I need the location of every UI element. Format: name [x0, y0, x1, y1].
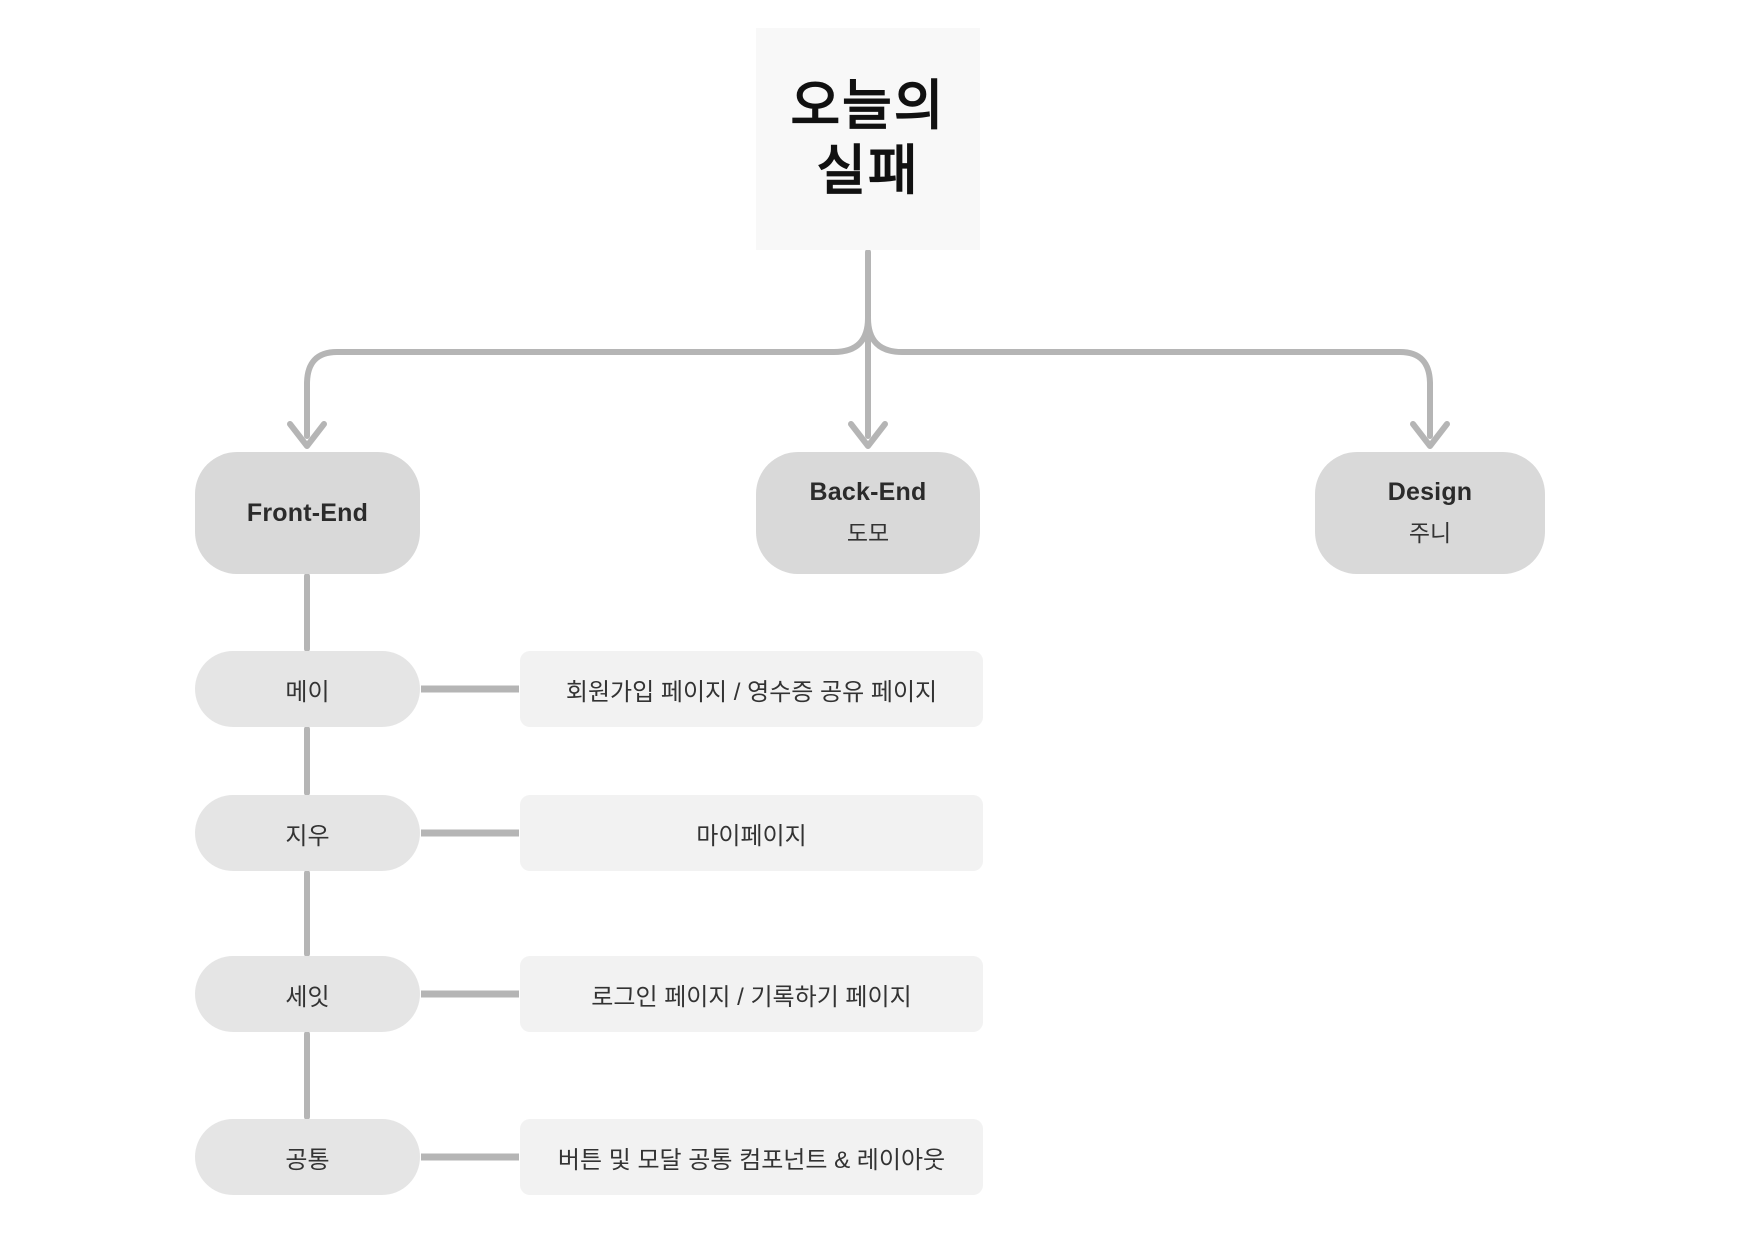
node-design: Design 주니: [1315, 452, 1545, 574]
team-member-backend: 도모: [846, 520, 890, 546]
team-member-design: 주니: [1408, 520, 1452, 546]
task-box-4: 버튼 및 모달 공통 컴포넌트 & 레이아웃: [520, 1119, 983, 1195]
member-pill-4: 공통: [195, 1119, 420, 1195]
node-frontend: Front-End: [195, 452, 420, 574]
title-line-1: 오늘의: [790, 76, 946, 137]
title-line-2: 실패: [816, 141, 920, 201]
task-box-2: 마이페이지: [520, 795, 983, 871]
member-pill-2: 지우: [195, 795, 420, 871]
arrowhead-frontend: [287, 421, 327, 449]
team-name-design: Design: [1387, 478, 1473, 506]
node-backend: Back-End 도모: [756, 452, 980, 574]
task-box-3: 로그인 페이지 / 기록하기 페이지: [520, 956, 983, 1032]
member-pill-1: 메이: [195, 651, 420, 727]
task-box-1: 회원가입 페이지 / 영수증 공유 페이지: [520, 651, 983, 727]
branch-right: [865, 315, 1433, 439]
arrowhead-backend: [848, 421, 888, 449]
team-name-backend: Back-End: [809, 478, 927, 506]
arrowhead-design: [1410, 421, 1450, 449]
root-node-title: 오늘의 실패: [756, 28, 980, 250]
branch-left: [304, 315, 871, 439]
team-name-frontend: Front-End: [246, 498, 369, 527]
member-pill-3: 세잇: [195, 956, 420, 1032]
